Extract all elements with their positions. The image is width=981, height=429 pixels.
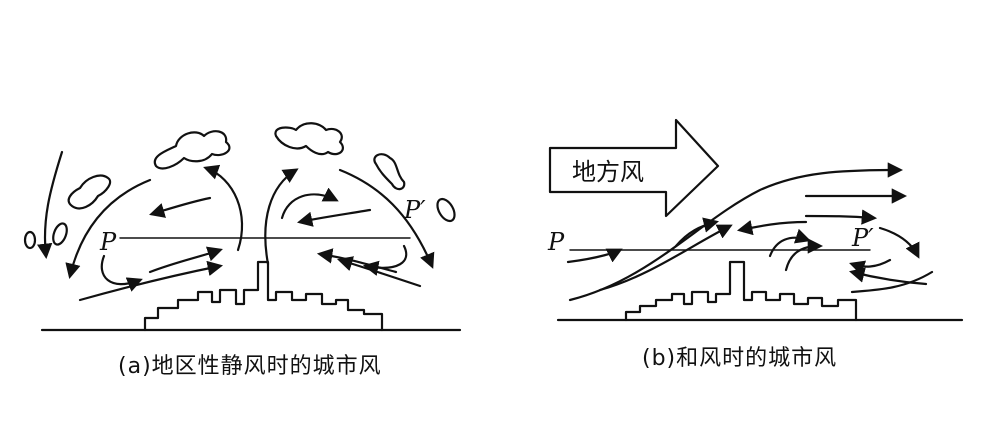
cloud-icon [373,153,406,191]
label-p-b: P [547,228,565,256]
wind-arrow [804,209,878,225]
wind-arrow [338,168,435,269]
wind-arrow [264,168,299,266]
panel-a: P P′ [23,122,462,332]
city-skyline-a [143,260,384,332]
wind-arrow [203,164,243,252]
wind-arrow [78,260,224,302]
wind-arrow [598,224,733,292]
cloud-icon [23,230,37,250]
label-p-prime-b: P′ [851,224,874,252]
cloud-icon [67,174,112,210]
cloud-icon [52,222,68,246]
wind-arrow [850,270,934,294]
cloud-icon [436,197,456,223]
wind-arrow [316,248,398,274]
cloud-icon [274,122,344,156]
wind-arrow [36,150,64,260]
wind-arrow [736,220,808,236]
wind-arrow [784,238,824,272]
wind-label: 地方风 [572,158,644,186]
large-wind-arrow-icon [548,118,720,218]
caption-panel-b: (b)和风时的城市风 [642,346,838,371]
wind-arrow [878,226,920,259]
panel-b: 地方风 P P′ [547,118,964,322]
wind-arrow [849,267,928,286]
wind-arrow [280,187,339,220]
label-p-prime-a: P′ [403,196,426,224]
wind-arrow [674,217,719,248]
city-skyline-b [624,260,858,322]
caption-panel-a: (a)地区性静风时的城市风 [118,354,382,379]
wind-arrow [568,162,904,302]
wind-arrow [148,246,223,274]
wind-arrow [100,254,143,292]
wind-arrow [149,196,212,218]
wind-arrow [768,228,811,258]
cloud-icon [153,130,231,170]
wind-arrow [337,256,422,288]
wind-arrow [566,248,623,264]
wind-arrow [296,208,372,227]
wind-arrow [65,178,152,279]
label-p-a: P [99,228,117,256]
wind-arrow [849,258,892,276]
